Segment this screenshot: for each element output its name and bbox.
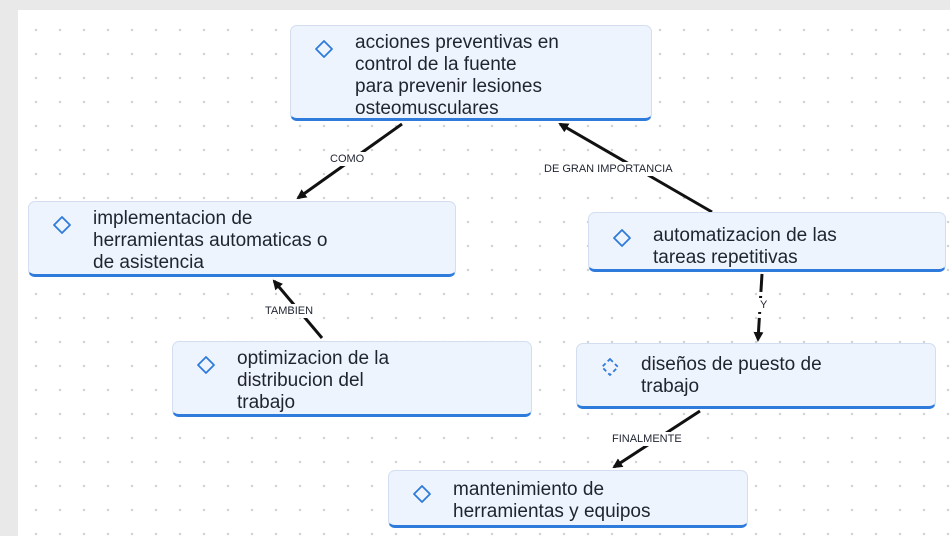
node-mantenimiento-label: mantenimiento de herramientas y equipos: [453, 479, 651, 522]
diamond-outline-icon: [53, 216, 71, 234]
node-root[interactable]: acciones preventivas en control de la fu…: [290, 25, 652, 121]
edge-label-importancia: DE GRAN IMPORTANCIA: [541, 162, 676, 176]
diamond-outline-icon: [197, 356, 215, 374]
node-optimizacion-label: optimizacion de la distribucion del trab…: [237, 348, 390, 413]
node-disenos[interactable]: diseños de puesto de trabajo: [576, 343, 936, 409]
diamond-outline-icon: [413, 485, 431, 503]
node-disenos-label: diseños de puesto de trabajo: [641, 354, 822, 397]
diamond-outline-icon: [613, 229, 631, 247]
node-implementacion[interactable]: implementacion de herramientas automatic…: [28, 201, 456, 277]
node-automatizacion-label: automatizacion de las tareas repetitivas: [653, 225, 837, 268]
diamond-outline-icon: [315, 40, 333, 58]
node-root-label: acciones preventivas en control de la fu…: [355, 32, 559, 119]
node-optimizacion[interactable]: optimizacion de la distribucion del trab…: [172, 341, 532, 417]
edge-label-como: COMO: [327, 152, 368, 166]
node-mantenimiento[interactable]: mantenimiento de herramientas y equipos: [388, 470, 748, 528]
node-automatizacion[interactable]: automatizacion de las tareas repetitivas: [588, 212, 946, 272]
node-implementacion-label: implementacion de herramientas automatic…: [93, 208, 328, 273]
edge-label-tambien: TAMBIEN: [262, 304, 317, 318]
diamond-dashed-icon: [601, 358, 619, 376]
edge-label-y: Y: [757, 298, 771, 312]
edge-label-finalmente: FINALMENTE: [609, 432, 685, 446]
